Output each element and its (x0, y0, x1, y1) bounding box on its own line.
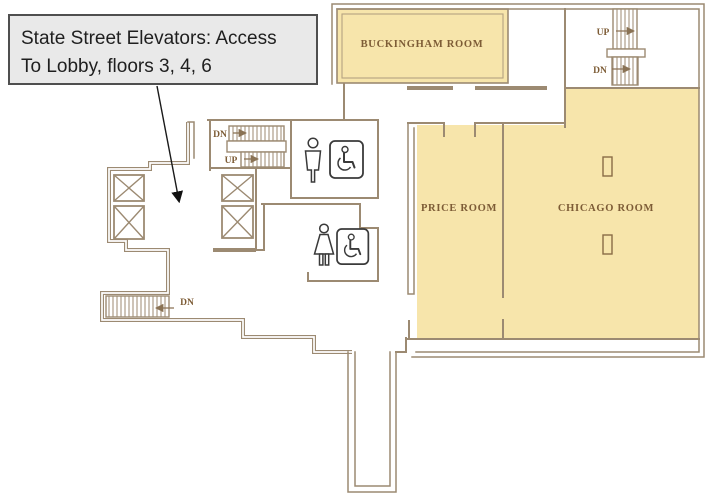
elevator-x-icon (221, 205, 254, 239)
elevator-x-icon (221, 174, 254, 202)
outer-boundary (331, 3, 705, 358)
man-icon (304, 150, 322, 183)
wall (331, 3, 705, 358)
walls-top-middle (343, 8, 700, 128)
woman-icon (313, 233, 335, 255)
callout-leader-arrow (156, 85, 184, 204)
stair-landing (226, 140, 287, 153)
bottom-corridor (347, 337, 407, 493)
stairs-up-label: UP (225, 156, 238, 166)
callout-box (8, 14, 318, 85)
buckingham-room-area (336, 8, 509, 84)
callout: State Street Elevators: Access To Lobby,… (8, 14, 318, 204)
wall (248, 203, 265, 251)
buckingham-room-label: BUCKINGHAM ROOM (361, 39, 484, 50)
room-price-chicago-fill (417, 89, 699, 339)
stairs-top-right: UP DN (593, 8, 646, 86)
walls-left-outline (100, 121, 353, 354)
man-icon (307, 137, 319, 149)
walls-price-chicago: PRICE ROOM CHICAGO ROOM (407, 122, 700, 340)
price-room-label: PRICE ROOM (421, 203, 497, 214)
wall (261, 203, 379, 282)
wall (101, 121, 353, 353)
woman-icon (324, 253, 330, 266)
wall (395, 337, 407, 353)
stair-treads (612, 8, 638, 50)
stairs-bottom-left: DN (105, 295, 194, 318)
elevator-bank-right (213, 167, 257, 252)
elevator-x-icon (113, 174, 145, 202)
stair-treads (611, 56, 639, 86)
column (602, 156, 613, 177)
elevator-x-icon (113, 205, 145, 240)
wall (474, 122, 566, 137)
woman-icon (318, 253, 324, 266)
wall (354, 351, 391, 487)
wheelchair-icon (336, 228, 370, 266)
stair-treads (105, 295, 170, 318)
stairs-mid-left: DN UP (207, 119, 379, 171)
stairs-up-label: UP (597, 28, 610, 38)
wall (336, 8, 700, 353)
woman-icon (318, 223, 330, 234)
wall (407, 123, 415, 295)
room-buckingham: BUCKINGHAM ROOM (336, 8, 509, 84)
callout-text-line2: To Lobby, floors 3, 4, 6 (21, 56, 212, 77)
chicago-room-label: CHICAGO ROOM (558, 203, 654, 214)
wall (347, 351, 397, 493)
elevator-bank-left (113, 174, 145, 240)
room-fill (417, 89, 699, 339)
column (602, 234, 613, 255)
wall (407, 122, 445, 137)
callout-text-line1: State Street Elevators: Access (21, 28, 277, 49)
stairs-down-label: DN (213, 130, 227, 140)
mens-restroom (290, 119, 379, 199)
stairs-down-label: DN (593, 66, 607, 76)
stair-landing (606, 48, 646, 58)
wall (187, 121, 195, 159)
wheelchair-icon (329, 140, 364, 179)
buckingham-room-inner-border (341, 13, 504, 79)
womens-restroom (248, 203, 379, 282)
stairs-down-label: DN (180, 298, 194, 308)
